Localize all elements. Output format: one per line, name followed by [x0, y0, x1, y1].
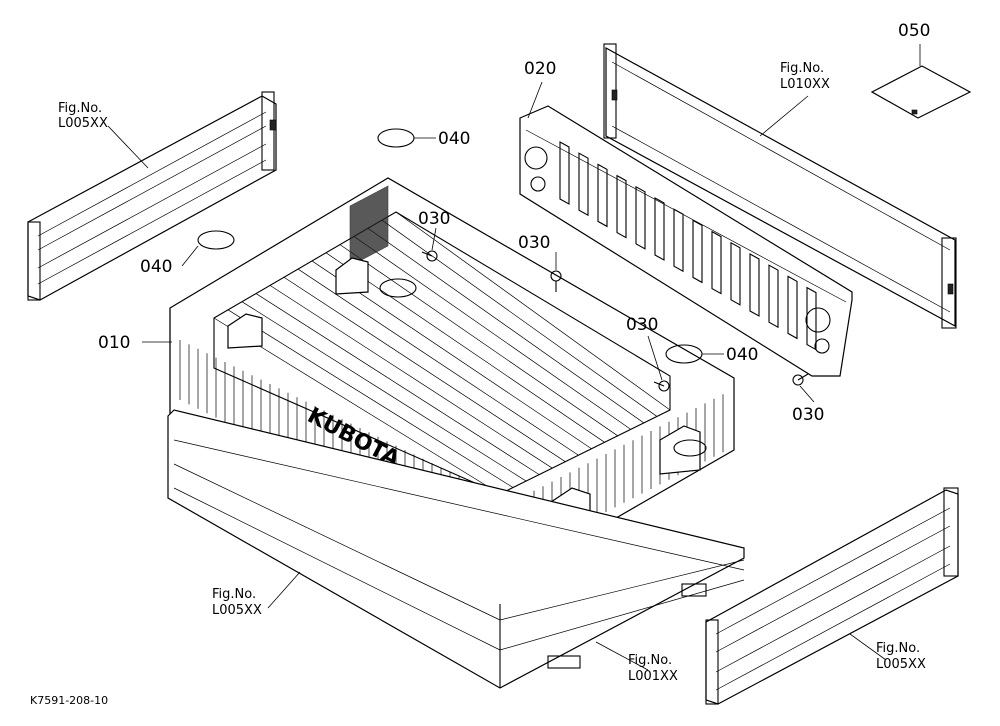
label-030-c: 030 [626, 315, 658, 335]
grille-slot [616, 174, 627, 239]
grille-slot [597, 163, 608, 228]
label-030-b: 030 [518, 233, 550, 253]
floor-rib [227, 309, 514, 488]
floor-rib [241, 301, 527, 482]
grille-slot [635, 185, 646, 250]
label-040-left: 040 [140, 257, 172, 277]
fig-left-top-line2: L005XX [58, 116, 108, 131]
ring-040-top [377, 128, 415, 148]
grille-slot [673, 208, 684, 273]
bolt-030-d [792, 373, 809, 386]
fig-right-top-line2: L010XX [780, 77, 830, 92]
grille-slot [806, 286, 817, 351]
label-030-d: 030 [792, 405, 824, 425]
tailgate-panel [603, 43, 957, 329]
grille-slot [711, 230, 722, 295]
grille-slot [692, 219, 703, 284]
fig-bottom-mid-line1: Fig.No. [628, 653, 672, 668]
floor-rib [353, 236, 631, 430]
bed-frame [167, 409, 745, 689]
grille-panel-020 [519, 105, 853, 377]
leader-lines [107, 44, 921, 671]
label-040-top: 040 [438, 129, 470, 149]
grille-slot [559, 141, 570, 205]
drawing-code: K7591-208-10 [30, 694, 108, 707]
bolt-030-c [653, 380, 670, 392]
grille-slot [749, 253, 760, 317]
floor-rib [325, 252, 605, 443]
grille-slot [654, 197, 665, 261]
grille-slot [768, 264, 779, 329]
fig-right-top-line1: Fig.No. [780, 61, 824, 76]
floor-rib [269, 285, 553, 469]
right-side-panel [705, 487, 959, 705]
fig-bottom-left-line2: L005XX [212, 603, 262, 618]
label-040-right: 040 [726, 345, 758, 365]
bolt-030-a [421, 250, 438, 262]
floor-rib [213, 317, 501, 495]
fig-bottom-right-line1: Fig.No. [876, 641, 920, 656]
floor-rib [395, 211, 671, 411]
left-side-panel [27, 91, 277, 301]
label-010: 010 [98, 333, 130, 353]
grille-slot [578, 152, 589, 217]
floor-rib [297, 268, 579, 456]
fig-bottom-mid-line2: L001XX [628, 669, 678, 684]
grille-slot [787, 275, 798, 340]
floor-rib [339, 244, 618, 437]
fig-left-top-line1: Fig.No. [58, 101, 102, 116]
floor-rib [367, 228, 645, 424]
floor-rib [255, 293, 540, 475]
fig-bottom-right-line2: L005XX [876, 657, 926, 672]
label-030-a: 030 [418, 209, 450, 229]
bolt-030-b [550, 270, 562, 292]
fig-bottom-left-line1: Fig.No. [212, 587, 256, 602]
label-020: 020 [524, 59, 556, 79]
floor-rib [283, 276, 566, 462]
ring-040-left [197, 230, 235, 250]
grille-slot [730, 241, 741, 306]
label-050: 050 [898, 21, 930, 41]
decal-050 [870, 65, 972, 119]
